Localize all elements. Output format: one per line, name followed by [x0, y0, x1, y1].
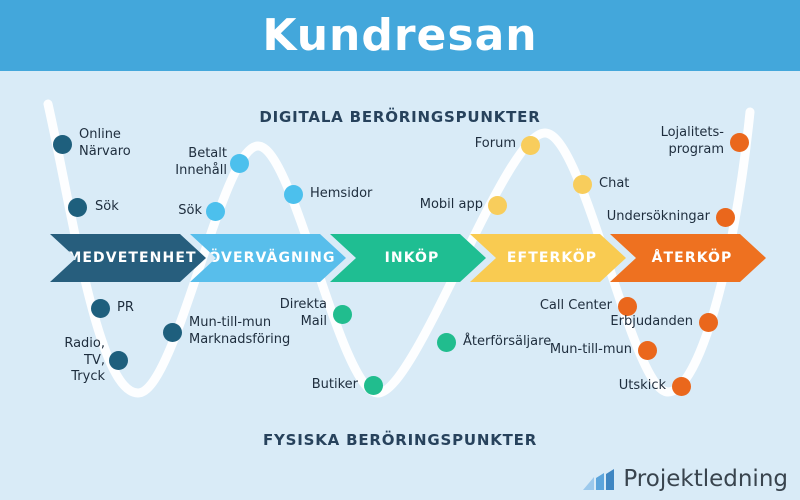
header-band: Kundresan [0, 0, 800, 71]
touchpoint-label-mobil-app: Mobil app [419, 197, 483, 212]
touchpoint-dot-sok-overvagning [205, 201, 225, 221]
touchpoint-dot-undersokningar [715, 207, 735, 227]
digital-touchpoints-heading: DIGITALA BERÖRINGSPUNKTER [259, 108, 541, 126]
touchpoint-dot-aterforsaljare [436, 332, 456, 352]
touchpoint-dot-radio-tv-tryck [108, 350, 128, 370]
touchpoint-dot-betalt-innehall [229, 153, 249, 173]
brand-name: Projektledning [623, 466, 788, 492]
stage-label: EFTERKÖP [506, 250, 598, 266]
touchpoint-label-direkta-mail: Direkta Mail [279, 297, 327, 329]
touchpoint-label-aterforsaljare: Återförsäljare [463, 334, 552, 349]
touchpoint-dot-butiker [363, 375, 383, 395]
touchpoint-label-erbjudanden: Erbjudanden [610, 314, 693, 329]
touchpoint-dot-mun-till-mun [637, 340, 657, 360]
touchpoint-label-undersokningar: Undersökningar [606, 209, 710, 224]
touchpoint-label-online-narvaro: Online Närvaro [79, 127, 131, 159]
stage-label: ÖVERVÄGNING [208, 250, 336, 266]
touchpoint-label-butiker: Butiker [311, 377, 358, 392]
bar-chart-logo-icon [583, 469, 615, 490]
touchpoint-label-chat: Chat [599, 176, 630, 191]
touchpoint-label-pr: PR [117, 300, 134, 315]
stage-arrow-efterkop: EFTERKÖP [470, 234, 626, 282]
stage-label: INKÖP [384, 250, 440, 266]
physical-touchpoints-heading: FYSISKA BERÖRINGSPUNKTER [262, 431, 538, 449]
touchpoint-dot-lojalitetsprogram [729, 132, 749, 152]
touchpoint-label-utskick: Utskick [618, 378, 666, 393]
brand-footer: Projektledning [583, 466, 788, 492]
touchpoint-dot-erbjudanden [698, 312, 718, 332]
touchpoint-label-hemsidor: Hemsidor [310, 186, 373, 201]
touchpoint-dot-direkta-mail [332, 304, 352, 324]
touchpoint-dot-forum [520, 135, 540, 155]
touchpoint-dot-chat [572, 174, 592, 194]
touchpoint-label-sok-medvetenhet: Sök [95, 199, 119, 214]
page-title: Kundresan [262, 10, 538, 61]
stage-label: ÅTERKÖP [651, 250, 733, 266]
touchpoint-label-mun-till-mun-marknadsforing: Mun-till-mun Marknadsföring [189, 315, 291, 347]
touchpoint-dot-call-center [617, 296, 637, 316]
touchpoint-dot-sok-medvetenhet [67, 197, 87, 217]
touchpoint-dot-pr [90, 298, 110, 318]
touchpoint-label-betalt-innehall: Betalt Innehåll [175, 146, 227, 178]
touchpoint-label-call-center: Call Center [539, 298, 612, 313]
touchpoint-dot-hemsidor [283, 184, 303, 204]
stage-arrow-overvagning: ÖVERVÄGNING [190, 234, 346, 282]
touchpoint-dot-mun-till-mun-marknadsforing [162, 322, 182, 342]
touchpoint-label-sok-overvagning: Sök [178, 203, 202, 218]
stage-arrow-medvetenhet: MEDVETENHET [50, 234, 206, 282]
touchpoint-dot-online-narvaro [52, 134, 72, 154]
stage-arrow-inkop: INKÖP [330, 234, 486, 282]
touchpoint-dot-utskick [671, 376, 691, 396]
touchpoint-label-lojalitetsprogram: Lojalitets- program [660, 125, 724, 157]
touchpoint-label-forum: Forum [474, 136, 516, 151]
touchpoint-label-mun-till-mun: Mun-till-mun [549, 342, 632, 357]
touchpoint-label-radio-tv-tryck: Radio, TV, Tryck [64, 336, 105, 384]
stage-arrow-aterkop: ÅTERKÖP [610, 234, 766, 282]
touchpoint-dot-mobil-app [487, 195, 507, 215]
stage-label: MEDVETENHET [67, 250, 197, 266]
